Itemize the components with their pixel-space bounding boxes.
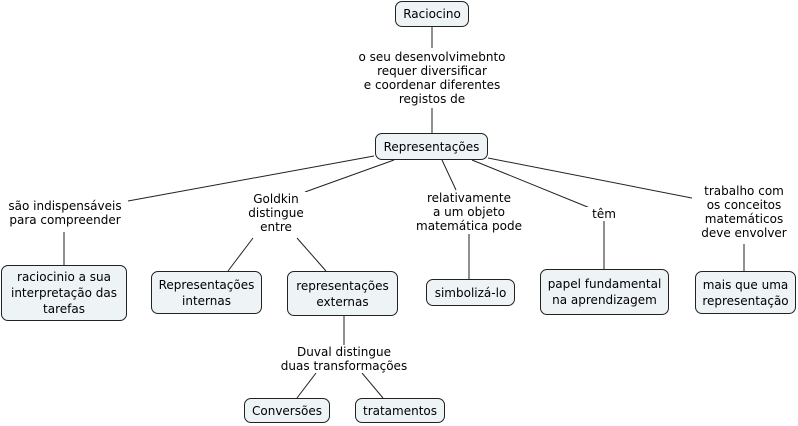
concept-conversoes[interactable]: Conversões (244, 398, 330, 423)
concept-representacoes-externas[interactable]: representações externas (287, 271, 398, 316)
concept-raciocino[interactable]: Raciocino (395, 1, 469, 27)
concept-tratamentos[interactable]: tratamentos (355, 398, 445, 423)
concept-simboliza[interactable]: simbolizá-lo (426, 279, 515, 306)
concept-mais-que-uma[interactable]: mais que uma representação (695, 271, 796, 314)
concept-papel-fundamental[interactable]: papel fundamental na aprendizagem (540, 269, 669, 315)
link-goldkin: Goldkin distingue entre (236, 192, 316, 234)
link-indispensaveis: são indispensáveis para compreender (4, 199, 126, 227)
link-desenvolvimento: o seu desenvolvimebnto requer diversific… (352, 50, 512, 106)
concept-raciocinio-interpretacao[interactable]: raciocinio a sua interpretação das taref… (1, 265, 127, 321)
concept-representacoes[interactable]: Representações (375, 133, 488, 160)
link-relativamente: relativamente a um objeto matemática pod… (410, 191, 528, 233)
link-duval: Duval distingue duas transformações (276, 345, 412, 373)
link-trabalho: trabalho com os conceitos matemáticos de… (692, 184, 796, 240)
concept-representacoes-internas[interactable]: Representações internas (151, 271, 262, 314)
link-tem: têm (586, 207, 622, 221)
